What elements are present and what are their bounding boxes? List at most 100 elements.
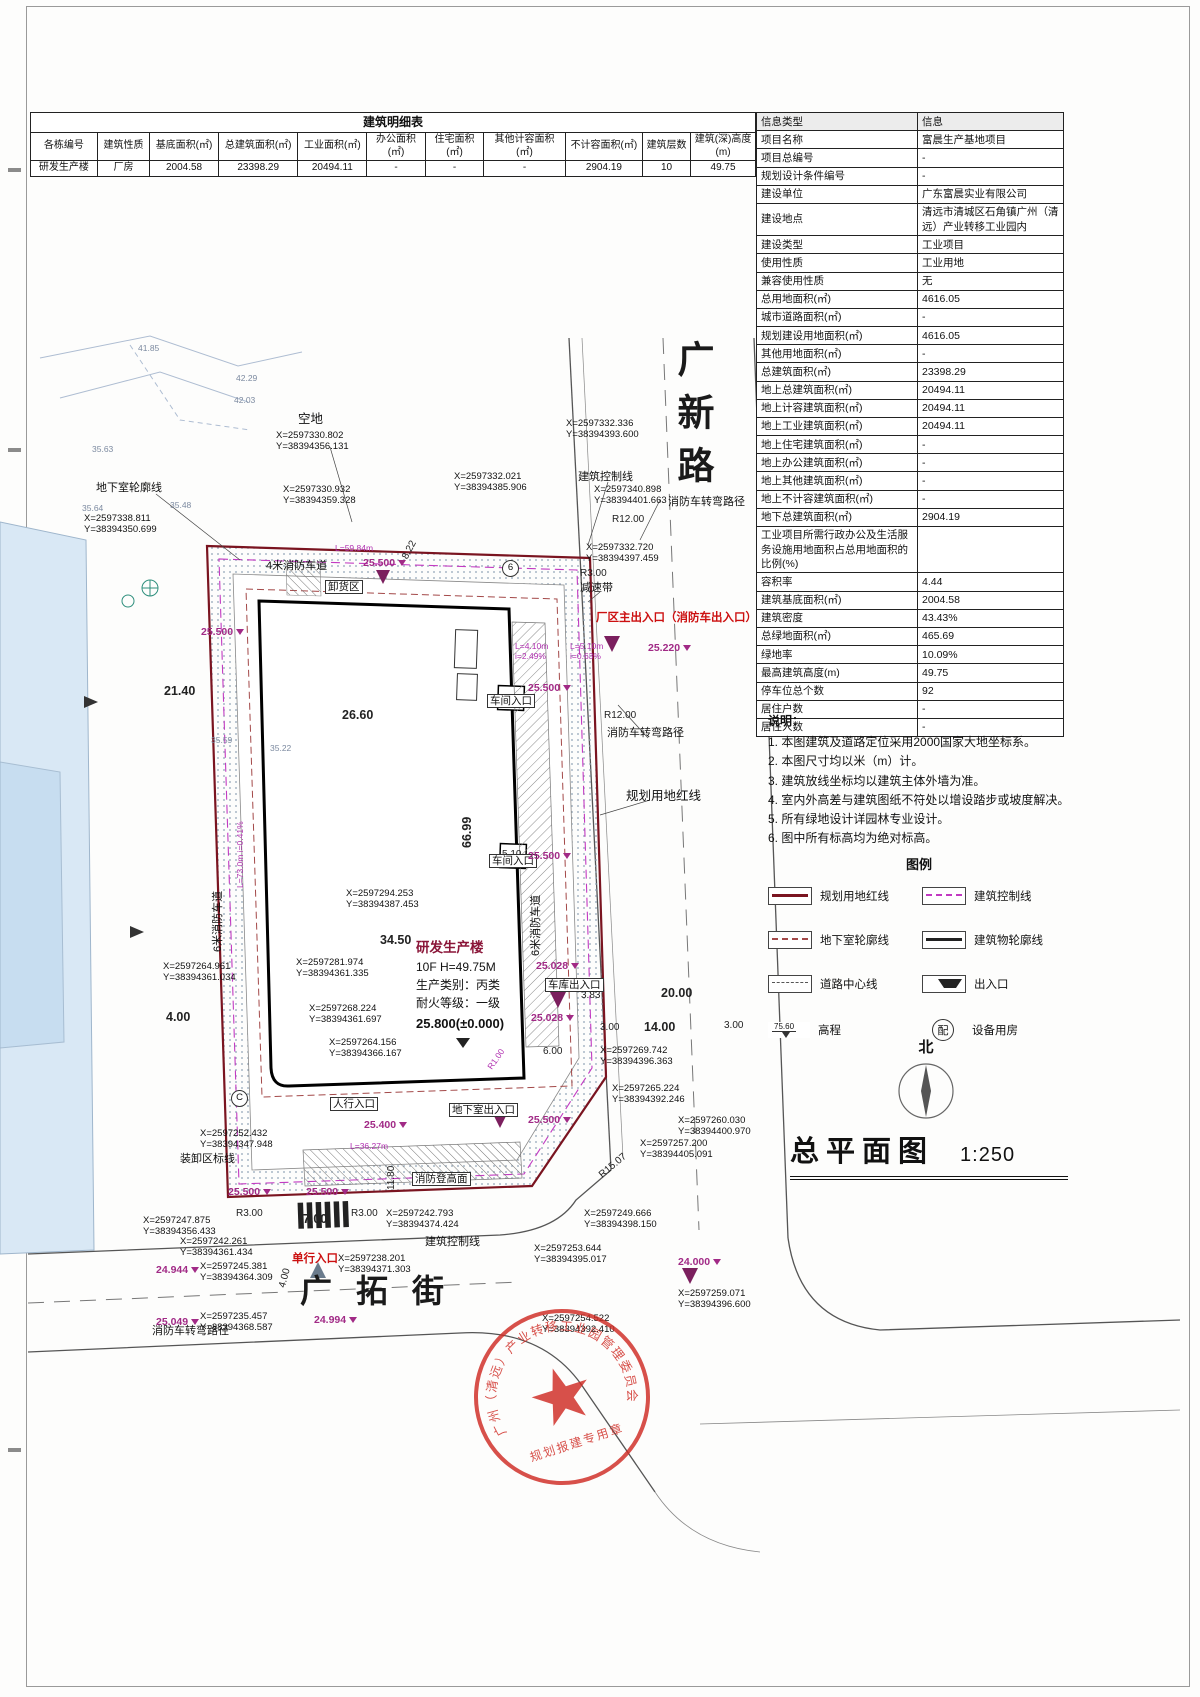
schedule-header-cell: 住宅面积(㎡) <box>424 132 485 161</box>
info-label-cell: 项目总编号 <box>756 148 918 168</box>
info-label-cell: 兼容使用性质 <box>756 271 918 291</box>
main-entrance-label: 厂区主出入口（消防车出入口） <box>596 612 757 624</box>
coordinate-label: X=2597294.253 Y=38394387.453 <box>346 888 419 910</box>
title-block: 总平面图 1:250 <box>790 1128 1068 1180</box>
zebra-crossing <box>297 1201 349 1229</box>
info-row: 绿地率 10.09% <box>756 645 1064 665</box>
coordinate-label: X=2597269.742 Y=38394396.363 <box>600 1045 673 1067</box>
info-value-cell: 4616.05 <box>917 326 1064 346</box>
info-value-cell: - <box>917 471 1064 491</box>
note-item: 6. 图中所有标高均为绝对标高。 <box>768 831 938 846</box>
red-seal: 广州（清远）产业转移工业园管理委员会 规划报建专用章 <box>464 1298 650 1485</box>
info-value-cell: 广东富晨实业有限公司 <box>917 184 1064 204</box>
schedule-header-cell: 办公面积(㎡) <box>366 132 426 161</box>
workshop-entrance-label: 车间入口 <box>489 854 537 869</box>
radius-label: R12.00 <box>612 514 645 525</box>
building-info-label: 研发生产楼 10F H=49.75M 生产类别：丙类 耐火等级：一级 25.80… <box>416 938 576 1048</box>
radius-label: R3.00 <box>236 1208 263 1219</box>
fire-lane-label: 4米消防车道 <box>266 560 328 572</box>
coordinate-label: X=2597242.793 Y=38394374.424 <box>386 1208 459 1230</box>
building-footprint <box>257 599 526 1088</box>
spot-elevation: 24.000 <box>678 1256 721 1268</box>
basement-ramp <box>511 621 560 1048</box>
info-row: 总建筑面积(㎡) 23398.29 <box>756 362 1064 382</box>
spot-elevation: 25.500 <box>363 557 406 569</box>
garage-entrance-label: 车库出入口 <box>545 978 604 993</box>
info-row: 工业项目所需行政办公及生活服务设施用地面积占总用地面积的比例(%) <box>756 525 1064 574</box>
schedule-header-cell: 总建筑面积(㎡) <box>217 132 299 161</box>
info-value-cell: 工业项目 <box>917 235 1064 255</box>
schedule-header-cell: 建筑层数 <box>642 132 692 161</box>
fire-turn-path-label: 消防车转弯路径 <box>668 496 745 508</box>
coordinate-label: X=2597265.224 Y=38394392.246 <box>612 1083 685 1105</box>
info-value-cell: 4.44 <box>917 572 1064 592</box>
basement-exit-label: 地下室出入口 <box>449 1103 518 1118</box>
legend-item-equipment-room: 配 设备用房 <box>922 1019 1070 1041</box>
info-label-cell: 建设类型 <box>756 235 918 255</box>
seal-star-icon <box>531 1368 587 1427</box>
info-value-cell: - <box>917 148 1064 168</box>
info-label-cell: 绿地率 <box>756 645 918 665</box>
dimension-label: 11.80 <box>386 1165 397 1190</box>
radius-label: R15.07 <box>597 1151 629 1181</box>
coordinate-label: X=2597330.802 Y=38394356.131 <box>276 430 349 452</box>
info-value-cell: - <box>917 344 1064 364</box>
dimension-label: 4.00 <box>277 1267 293 1289</box>
registration-mark <box>8 448 21 452</box>
ramp-length-label: L=36.27m <box>350 1141 389 1151</box>
coordinate-label: X=2597268.224 Y=38394361.697 <box>309 1003 382 1025</box>
info-value-cell: 富晨生产基地项目 <box>917 130 1064 150</box>
control-line-label: 建筑控制线 <box>425 1236 480 1248</box>
dimension-label: 14.00 <box>644 1020 676 1034</box>
road-centerline-symbol <box>768 975 812 993</box>
project-info-table: 信息类型 信息 项目名称 富晨生产基地项目 项目总编号 - 规划设计条件编号 -… <box>756 111 1064 738</box>
basement-outline <box>245 588 573 1098</box>
equipment-room-symbol: 配 <box>932 1019 954 1041</box>
info-row: 地上工业建筑面积(㎡) 20494.11 <box>756 416 1064 437</box>
schedule-cell: 2904.19 <box>564 160 644 177</box>
schedule-header-cell: 工业面积(㎡) <box>297 132 368 161</box>
equipment-room <box>456 673 478 701</box>
marking-label: 装卸区标线 <box>180 1153 235 1165</box>
notes-title: 说明： <box>768 714 805 728</box>
info-value-cell: 92 <box>917 681 1064 701</box>
info-value-cell: - <box>917 307 1064 328</box>
coordinate-label: X=2597332.336 Y=38394393.600 <box>566 418 639 440</box>
info-value-cell: 信息 <box>917 111 1064 132</box>
coordinate-label: X=2597252.432 Y=38394347.948 <box>200 1128 273 1150</box>
info-label-cell: 容积率 <box>756 572 918 592</box>
control-line-symbol <box>922 887 966 905</box>
schedule-cell: - <box>366 160 426 177</box>
info-value-cell: - <box>917 489 1064 509</box>
entrance-triangle-icon <box>456 1037 470 1048</box>
info-label-cell: 地上工业建筑面积(㎡) <box>756 416 918 437</box>
road-centerline <box>662 337 700 1231</box>
drawing-title: 总平面图 <box>790 1136 935 1168</box>
pedestrian-entrance-label: 人行入口 <box>330 1097 378 1112</box>
info-row: 居住人数 - <box>756 717 1064 738</box>
info-row: 地上办公建筑面积(㎡) - <box>756 453 1064 473</box>
contour-lines <box>39 335 303 431</box>
fire-access-strip-label: 消防登高面 <box>412 1172 471 1187</box>
building-name: 研发生产楼 <box>416 940 484 955</box>
info-row: 兼容使用性质 无 <box>756 271 1064 291</box>
dimension-label: 6.00 <box>543 1046 563 1057</box>
legend-title: 图例 <box>905 857 932 872</box>
info-value-cell <box>917 525 1064 574</box>
spot-elevation: 25.500 <box>306 1186 349 1198</box>
info-value-cell: 20494.11 <box>917 416 1064 437</box>
building-category: 生产类别：丙类 <box>416 978 501 993</box>
dimension-label: 4.00 <box>166 1010 191 1024</box>
legend-item-road-centerline: 道路中心线 <box>768 975 916 993</box>
info-label-cell: 项目名称 <box>756 130 918 150</box>
info-row: 项目名称 富晨生产基地项目 <box>756 130 1064 150</box>
ramp-length-label: L=59.84m <box>335 543 374 553</box>
spot-elevation: 25.500 <box>528 850 571 862</box>
schedule-header-cell: 不计容面积(㎡) <box>564 132 644 161</box>
schedule-cell: 2004.58 <box>149 160 219 177</box>
coordinate-label: X=2597260.030 Y=38394400.970 <box>678 1115 751 1137</box>
radius-label: R3.00 <box>580 568 607 579</box>
info-row: 总用地面积(㎡) 4616.05 <box>756 289 1064 309</box>
info-label-cell: 地上不计容建筑面积(㎡) <box>756 489 918 509</box>
